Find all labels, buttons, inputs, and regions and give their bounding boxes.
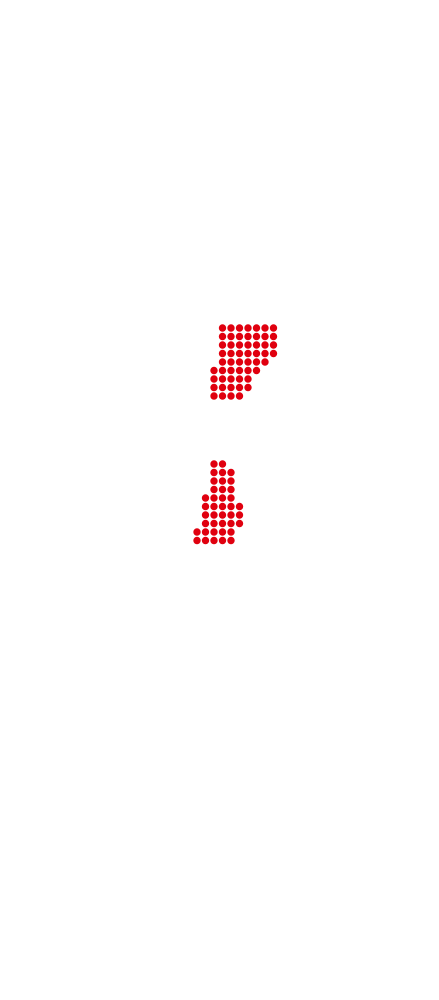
dot: [252, 358, 261, 366]
dot: [218, 366, 227, 375]
dot: [218, 332, 227, 341]
dot: [235, 366, 244, 375]
dot: [235, 392, 244, 400]
dot: [261, 324, 269, 332]
dot: [252, 366, 261, 375]
dot: [252, 349, 261, 358]
dot: [244, 332, 252, 341]
dot: [210, 468, 218, 477]
dot: [210, 536, 218, 545]
dot: [235, 519, 244, 528]
dot: [252, 332, 261, 341]
dot: [227, 332, 235, 341]
dot: [227, 366, 235, 375]
dot: [227, 511, 235, 519]
dot: [261, 349, 269, 358]
dot: [218, 477, 227, 485]
dot: [201, 511, 210, 519]
dot: [235, 341, 244, 349]
dot: [244, 341, 252, 349]
dot: [193, 536, 201, 545]
dot: [261, 358, 269, 366]
dot: [227, 341, 235, 349]
dot: [210, 366, 218, 375]
dot: [210, 494, 218, 502]
dot: [210, 485, 218, 494]
dot: [235, 383, 244, 392]
dot: [235, 375, 244, 383]
dot: [235, 324, 244, 332]
dot: [269, 341, 278, 349]
dot: [193, 528, 201, 536]
dot: [227, 536, 235, 545]
dot: [227, 477, 235, 485]
dot: [252, 341, 261, 349]
dot: [227, 358, 235, 366]
dot: [269, 324, 278, 332]
dot: [244, 358, 252, 366]
dot: [218, 519, 227, 528]
dot: [227, 528, 235, 536]
dot: [201, 502, 210, 511]
dot: [201, 528, 210, 536]
dot: [218, 375, 227, 383]
dot: [235, 358, 244, 366]
dot: [227, 485, 235, 494]
dot: [218, 460, 227, 468]
dot: [244, 349, 252, 358]
dot: [218, 485, 227, 494]
dot: [261, 341, 269, 349]
dot: [227, 494, 235, 502]
dot: [235, 511, 244, 519]
dot: [227, 502, 235, 511]
dot: [227, 392, 235, 400]
dot: [218, 383, 227, 392]
dot: [227, 519, 235, 528]
dot: [227, 324, 235, 332]
dot: [210, 519, 218, 528]
dot: [218, 341, 227, 349]
dot: [218, 511, 227, 519]
dot: [210, 528, 218, 536]
dot: [210, 392, 218, 400]
dot: [201, 536, 210, 545]
dot: [218, 358, 227, 366]
dot: [227, 383, 235, 392]
dot: [244, 366, 252, 375]
dot: [218, 349, 227, 358]
lower-dot-cluster: [193, 460, 244, 545]
dot: [227, 468, 235, 477]
upper-dot-cluster: [210, 324, 278, 400]
dot: [252, 324, 261, 332]
dot: [218, 536, 227, 545]
dot: [261, 332, 269, 341]
dot: [210, 375, 218, 383]
dot: [210, 477, 218, 485]
dot: [218, 324, 227, 332]
dot: [244, 375, 252, 383]
dot: [218, 392, 227, 400]
dot: [201, 519, 210, 528]
dot: [218, 494, 227, 502]
dot: [235, 502, 244, 511]
dot: [227, 349, 235, 358]
dot: [201, 494, 210, 502]
dot: [235, 349, 244, 358]
dot: [218, 468, 227, 477]
dot: [269, 332, 278, 341]
dot: [235, 332, 244, 341]
dot: [210, 383, 218, 392]
dot: [244, 324, 252, 332]
dot: [218, 502, 227, 511]
dot: [210, 460, 218, 468]
dot: [244, 383, 252, 392]
dot: [218, 528, 227, 536]
dot: [210, 511, 218, 519]
dot: [269, 349, 278, 358]
dot: [227, 375, 235, 383]
dot: [210, 502, 218, 511]
